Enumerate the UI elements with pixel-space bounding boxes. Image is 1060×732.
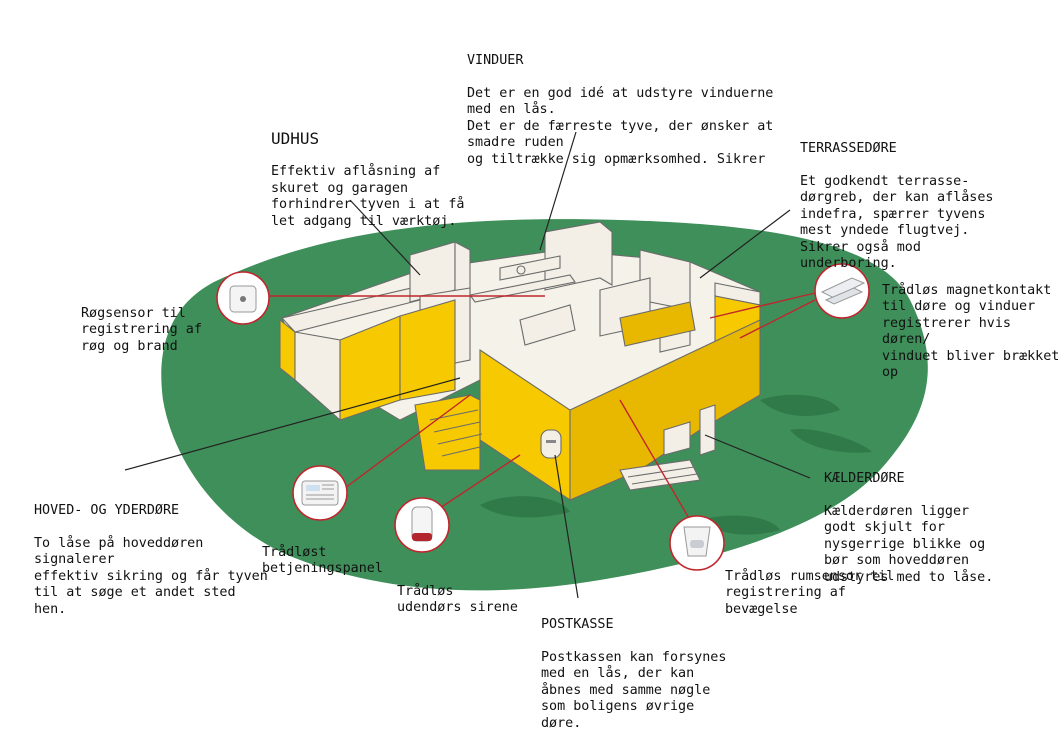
wall-device bbox=[516, 265, 526, 275]
pointer-line bbox=[619, 399, 691, 521]
label-body: Trådløs magnetkontakt til døre og vindue… bbox=[882, 282, 1060, 381]
pointer-line bbox=[699, 209, 791, 279]
interior-wall bbox=[519, 304, 576, 346]
label-betjeningspanel: Trådløst betjeningspanel bbox=[262, 528, 383, 578]
pointer-line bbox=[739, 299, 816, 339]
label-body: Det er en god idé at udstyre vinduerne m… bbox=[467, 85, 774, 167]
label-heading: HOVED- OG YDERDØRE bbox=[34, 502, 180, 518]
label-magnetkontakt: Trådløs magnetkontakt til døre og vindue… bbox=[882, 266, 1060, 382]
label-body: Effektiv aflåsning af skuret og garagen … bbox=[271, 164, 465, 229]
pointer-line bbox=[124, 377, 461, 471]
label-body: Trådløs rumsensor til registrering af be… bbox=[725, 568, 895, 617]
pointer-line bbox=[344, 394, 471, 489]
basement-window bbox=[663, 421, 691, 456]
interior-wall bbox=[499, 255, 561, 281]
magnetic-contact-icon bbox=[814, 263, 870, 319]
basement-stairs bbox=[619, 459, 701, 491]
label-body: Et godkendt terrasse- dørgreb, der kan a… bbox=[800, 173, 994, 272]
label-udhus: UDHUS Effektiv aflåsning af skuret og ga… bbox=[271, 112, 464, 230]
interior-wall bbox=[544, 221, 613, 291]
label-kaelderdore: KÆLDERDØRE Kælderdøren ligger godt skjul… bbox=[824, 454, 993, 586]
label-sirene: Trådløs udendørs sirene bbox=[397, 567, 518, 617]
label-heading: VINDUER bbox=[467, 52, 524, 68]
outbuilding-side-wall bbox=[294, 331, 341, 422]
label-body: Trådløst betjeningspanel bbox=[262, 544, 383, 577]
pointer-line bbox=[704, 434, 811, 479]
mailbox bbox=[540, 429, 562, 459]
pointer-lines bbox=[124, 131, 816, 599]
interior-wall bbox=[469, 274, 576, 303]
outdoor-siren-icon bbox=[394, 497, 450, 553]
label-hoveddore: HOVED- OG YDERDØRE To låse på hoveddøren… bbox=[34, 486, 268, 618]
label-body: Røgsensor til registrering af røg og bra… bbox=[81, 305, 202, 354]
pointer-line bbox=[554, 454, 579, 599]
basement-door bbox=[699, 404, 716, 456]
pointer-line bbox=[349, 199, 421, 276]
label-body: Postkassen kan forsynes med en lås, der … bbox=[541, 649, 727, 731]
entrance-stairs bbox=[414, 394, 485, 471]
label-body: Trådløs udendørs sirene bbox=[397, 583, 518, 616]
pointer-line bbox=[539, 131, 577, 251]
pointer-line bbox=[436, 454, 521, 511]
lawn-shadow bbox=[480, 496, 570, 518]
lawn-shadow bbox=[790, 429, 872, 453]
label-postkasse: POSTKASSE Postkassen kan forsynes med en… bbox=[541, 600, 726, 732]
label-heading: POSTKASSE bbox=[541, 616, 614, 632]
side-wall bbox=[619, 301, 696, 347]
smoke-sensor-icon bbox=[216, 271, 270, 325]
pointer-line bbox=[709, 292, 816, 319]
label-heading: UDHUS bbox=[271, 128, 320, 148]
house-security-diagram bbox=[124, 131, 928, 599]
label-rogsensor: Røgsensor til registrering af røg og bra… bbox=[81, 289, 202, 355]
label-body: To låse på hoveddøren signalerer effekti… bbox=[34, 535, 268, 617]
label-heading: KÆLDERDØRE bbox=[824, 470, 905, 486]
label-vinduer: VINDUER Det er en god idé at udstyre vin… bbox=[467, 36, 773, 168]
label-body: Kælderdøren ligger godt skjult for nysge… bbox=[824, 503, 994, 585]
lawn-shadow bbox=[760, 394, 840, 416]
motion-sensor-icon bbox=[669, 515, 725, 571]
side-wall bbox=[399, 299, 456, 401]
label-heading: TERRASSEDØRE bbox=[800, 140, 897, 156]
label-rumsensor: Trådløs rumsensor til registrering af be… bbox=[725, 552, 894, 618]
control-panel-icon bbox=[292, 465, 348, 521]
label-terrassedore: TERRASSEDØRE Et godkendt terrasse- dørgr… bbox=[800, 124, 993, 273]
